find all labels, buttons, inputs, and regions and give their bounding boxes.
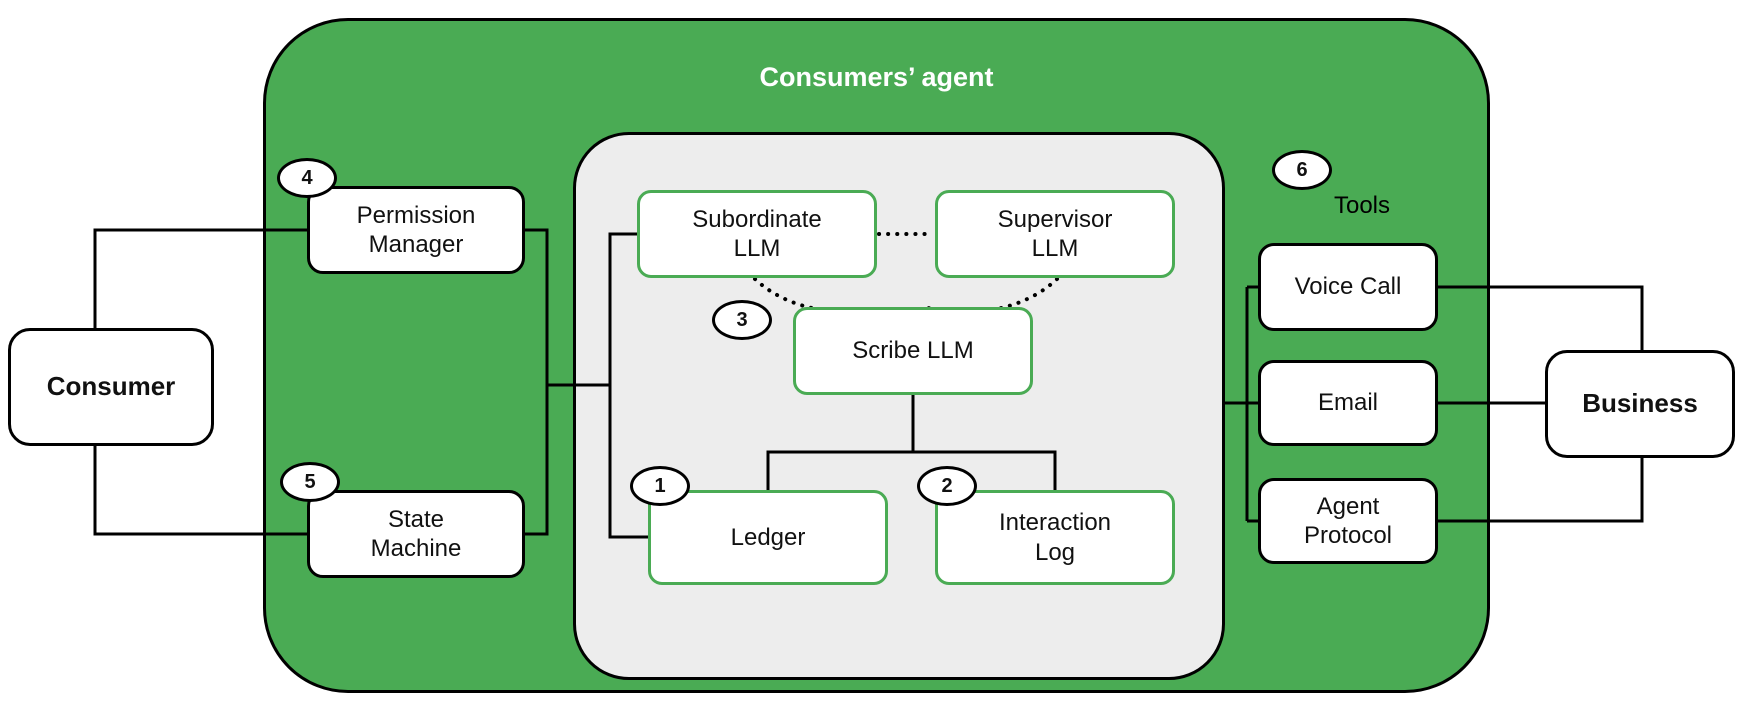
ledger-node: Ledger (648, 490, 888, 585)
email-node: Email (1258, 360, 1438, 446)
business-node: Business (1545, 350, 1735, 458)
permission-manager-node: Permission Manager (307, 186, 525, 274)
tools-label: Tools (1333, 192, 1391, 219)
badge-4-permission-manager: 4 (277, 158, 337, 198)
consumers-agent-title: Consumers’ agent (759, 62, 994, 92)
badge-5-state-machine: 5 (280, 462, 340, 502)
state-machine-node: State Machine (307, 490, 525, 578)
consumer-node: Consumer (8, 328, 214, 446)
badge-6-tools: 6 (1272, 150, 1332, 190)
supervisor-llm-node: Supervisor LLM (935, 190, 1175, 278)
scribe-llm-node: Scribe LLM (793, 307, 1033, 395)
badge-2-interaction-log: 2 (917, 466, 977, 506)
badge-1-ledger: 1 (630, 466, 690, 506)
subordinate-llm-node: Subordinate LLM (637, 190, 877, 278)
agent-protocol-node: Agent Protocol (1258, 478, 1438, 564)
badge-3-scribe-llm: 3 (712, 300, 772, 340)
interaction-log-node: Interaction Log (935, 490, 1175, 585)
voice-call-node: Voice Call (1258, 243, 1438, 331)
